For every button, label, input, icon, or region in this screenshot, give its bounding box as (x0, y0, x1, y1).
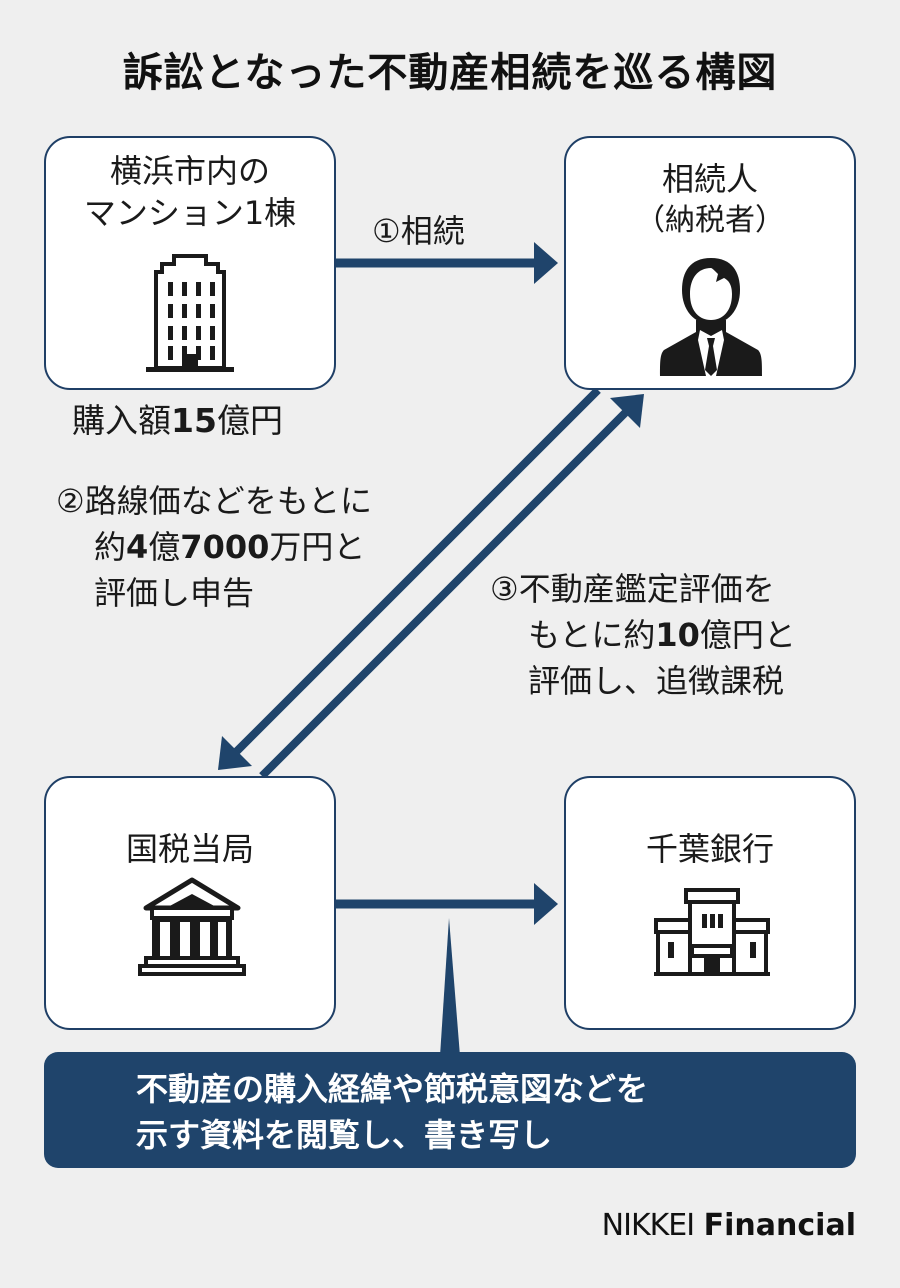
logo-financial: Financial (703, 1208, 856, 1243)
callout-pointer (440, 918, 460, 1056)
callout-line2: 示す資料を閲覧し、書き写し (136, 1116, 553, 1154)
declaration-unit-man: 万円と (269, 528, 366, 566)
nikkei-financial-logo: NIKKEI Financial (602, 1208, 856, 1243)
node-heir: 相続人 （納税者） (564, 136, 856, 390)
callout-box: 不動産の購入経緯や節税意図などを 示す資料を閲覧し、書き写し (44, 1052, 856, 1168)
bank-building-icon (654, 888, 770, 976)
declaration-line2: 約4億7000万円と (56, 524, 372, 570)
building-icon (146, 254, 234, 372)
government-building-icon (138, 877, 246, 976)
logo-nikkei: NIKKEI (601, 1208, 695, 1243)
declaration-unit-oku: 億 (148, 528, 181, 566)
declaration-value-man: 7000 (180, 528, 270, 566)
price-suffix: 億円 (216, 401, 283, 440)
assessment-note: ③不動産鑑定評価をもとに約10億円と評価し、追徴課税 (490, 566, 796, 704)
heir-label-line2: （納税者） (635, 203, 785, 238)
price-prefix: 購入額 (72, 401, 171, 440)
declaration-approx: 約 (94, 528, 127, 566)
diagram-title: 訴訟となった不動産相続を巡る構図 (122, 50, 778, 96)
tax-authority-label: 国税当局 (125, 830, 254, 868)
assessment-unit: 億円と (699, 616, 796, 654)
arrow-to-bank (336, 883, 558, 925)
assessment-value: 10 (655, 616, 700, 654)
businessman-icon (660, 258, 762, 376)
property-label-line1: 横浜市内の (109, 152, 270, 190)
declaration-note: ②路線価などをもとに約4億7000万円と評価し申告 (56, 478, 372, 616)
assessment-line2: もとに約10億円と (490, 612, 796, 658)
declaration-line3: 評価し申告 (94, 574, 255, 612)
node-property: 横浜市内の マンション1棟 (44, 136, 336, 390)
assessment-line3: 評価し、追徴課税 (528, 662, 785, 700)
bank-label: 千葉銀行 (645, 830, 774, 868)
arrow-assessment (259, 394, 644, 779)
price-value: 15 (171, 401, 217, 440)
property-purchase-price: 購入額15億円 (72, 398, 283, 444)
inheritance-label: ①相続 (372, 212, 465, 250)
node-bank: 千葉銀行 (564, 776, 856, 1030)
arrow-inheritance (336, 242, 558, 284)
declaration-value-oku: 4 (126, 528, 149, 566)
callout-line1: 不動産の購入経緯や節税意図などを (136, 1070, 649, 1108)
assessment-line1: ③不動産鑑定評価を (490, 570, 775, 608)
declaration-line1: ②路線価などをもとに (56, 482, 373, 520)
node-tax-authority: 国税当局 (44, 776, 336, 1030)
property-label-line2: マンション1棟 (83, 194, 297, 232)
arrow-declaration (218, 387, 601, 770)
heir-label-line1: 相続人 (661, 160, 758, 198)
assessment-prefix: もとに約 (528, 616, 656, 654)
